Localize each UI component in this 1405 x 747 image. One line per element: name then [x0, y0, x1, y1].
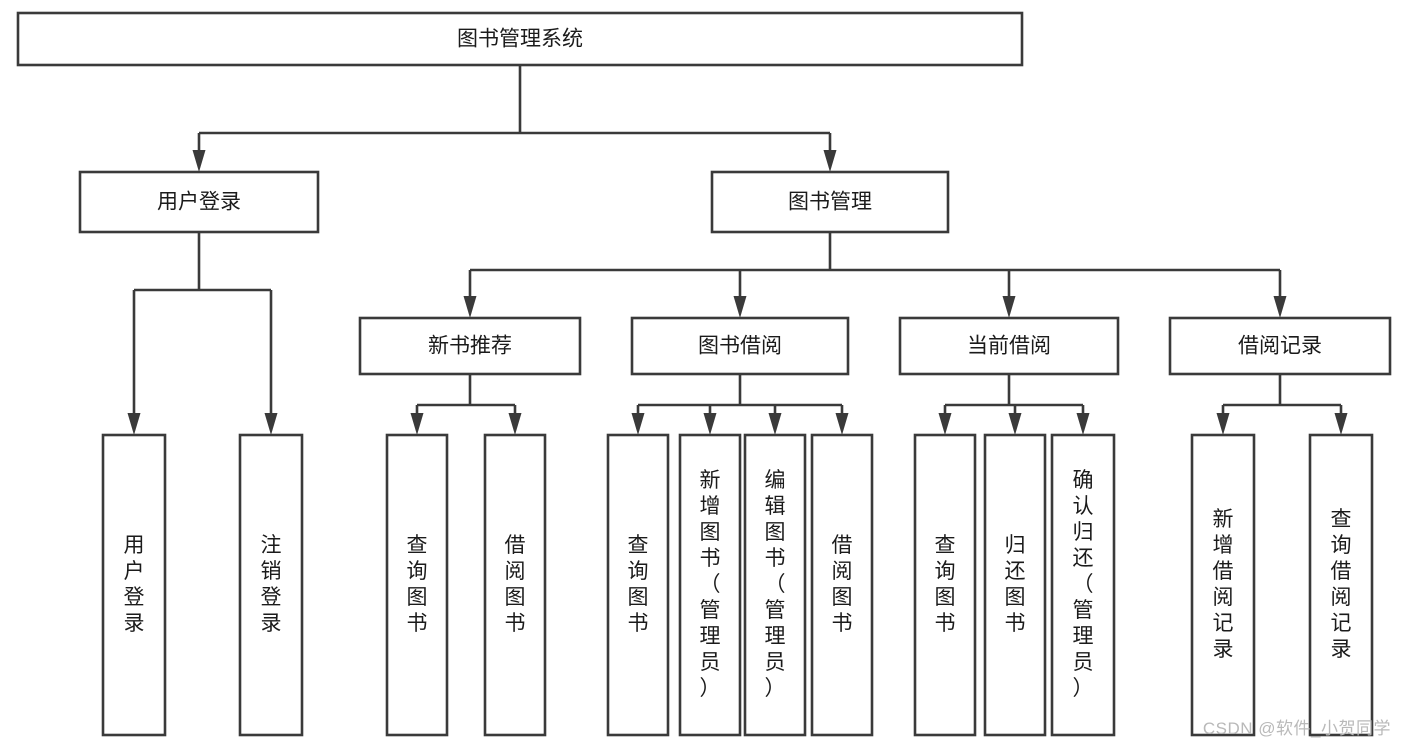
- node-rect: [78, 170, 320, 234]
- leaf-node-确认归还管理员[interactable]: 确认归还（管理员）: [1050, 433, 1116, 737]
- node-rect: [385, 433, 449, 737]
- arrow-head: [264, 413, 278, 435]
- arrow-head: [508, 413, 522, 435]
- node-label: 当前借阅: [967, 335, 1051, 358]
- node-label: 归还图书: [1005, 534, 1026, 635]
- node-label: 图书管理系统: [457, 28, 583, 51]
- node-label: 新增借阅记录: [1213, 508, 1234, 661]
- node-rect: [16, 11, 1024, 67]
- node-rect: [101, 433, 167, 737]
- leaf-node-查询图书[interactable]: 查询图书: [606, 433, 670, 737]
- leaf-node-查询图书[interactable]: 查询图书: [385, 433, 449, 737]
- node-rect: [630, 316, 850, 376]
- level2-node-图书管理[interactable]: 图书管理: [710, 170, 950, 234]
- node-rect: [238, 433, 304, 737]
- node-rect: [913, 433, 977, 737]
- root-node-图书管理系统[interactable]: 图书管理系统: [16, 11, 1024, 67]
- arrow-head: [1334, 413, 1348, 435]
- node-rect: [1190, 433, 1256, 737]
- arrow-head: [823, 150, 837, 172]
- arrow-head: [410, 413, 424, 435]
- node-label: 图书借阅: [698, 335, 782, 358]
- leaf-node-借阅图书[interactable]: 借阅图书: [483, 433, 547, 737]
- level3-node-新书推荐[interactable]: 新书推荐: [358, 316, 582, 376]
- node-rect: [743, 433, 807, 737]
- arrow-head: [1008, 413, 1022, 435]
- leaf-node-编辑图书管理员[interactable]: 编辑图书（管理员）: [743, 433, 807, 737]
- connector-layer: [127, 65, 1348, 435]
- leaf-node-新增借阅记录[interactable]: 新增借阅记录: [1190, 433, 1256, 737]
- arrow-head: [835, 413, 849, 435]
- arrow-head: [1076, 413, 1090, 435]
- node-rect: [483, 433, 547, 737]
- leaf-node-查询图书[interactable]: 查询图书: [913, 433, 977, 737]
- node-label: 查询图书: [407, 534, 428, 635]
- node-label: 新增图书（管理员）: [700, 469, 721, 700]
- node-label: 用户登录: [157, 191, 241, 214]
- node-rect: [1050, 433, 1116, 737]
- node-label: 用户登录: [124, 534, 145, 635]
- level3-node-借阅记录[interactable]: 借阅记录: [1168, 316, 1392, 376]
- node-rect: [678, 433, 742, 737]
- leaf-node-新增图书管理员[interactable]: 新增图书（管理员）: [678, 433, 742, 737]
- leaf-node-用户登录[interactable]: 用户登录: [101, 433, 167, 737]
- arrow-head: [192, 150, 206, 172]
- arrow-head: [703, 413, 717, 435]
- arrow-head: [938, 413, 952, 435]
- arrow-head: [1002, 296, 1016, 318]
- node-rect: [1168, 316, 1392, 376]
- arrow-head: [127, 413, 141, 435]
- arrow-head: [733, 296, 747, 318]
- node-label: 确认归还（管理员）: [1073, 469, 1094, 700]
- node-label: 查询图书: [935, 534, 956, 635]
- node-rect: [898, 316, 1120, 376]
- node-label: 查询借阅记录: [1331, 508, 1352, 661]
- node-label: 借阅图书: [832, 534, 853, 635]
- arrow-head: [1273, 296, 1287, 318]
- leaf-node-注销登录[interactable]: 注销登录: [238, 433, 304, 737]
- leaf-node-借阅图书[interactable]: 借阅图书: [810, 433, 874, 737]
- node-label: 新书推荐: [428, 335, 512, 358]
- node-label: 借阅图书: [505, 534, 526, 635]
- node-label: 编辑图书（管理员）: [765, 469, 786, 700]
- arrow-head: [768, 413, 782, 435]
- level2-node-用户登录[interactable]: 用户登录: [78, 170, 320, 234]
- arrow-head: [1216, 413, 1230, 435]
- arrow-head: [631, 413, 645, 435]
- level3-node-当前借阅[interactable]: 当前借阅: [898, 316, 1120, 376]
- leaf-node-归还图书[interactable]: 归还图书: [983, 433, 1047, 737]
- node-label: 注销登录: [261, 534, 282, 635]
- node-rect: [983, 433, 1047, 737]
- level3-node-图书借阅[interactable]: 图书借阅: [630, 316, 850, 376]
- node-rect: [1308, 433, 1374, 737]
- node-label: 图书管理: [788, 191, 872, 214]
- node-rect: [710, 170, 950, 234]
- node-rect: [606, 433, 670, 737]
- node-rect: [810, 433, 874, 737]
- arrow-head: [463, 296, 477, 318]
- node-label: 查询图书: [628, 534, 649, 635]
- node-layer: 图书管理系统用户登录图书管理新书推荐图书借阅当前借阅借阅记录用户登录注销登录查询…: [16, 11, 1392, 737]
- node-rect: [358, 316, 582, 376]
- leaf-node-查询借阅记录[interactable]: 查询借阅记录: [1308, 433, 1374, 737]
- node-label: 借阅记录: [1238, 335, 1322, 358]
